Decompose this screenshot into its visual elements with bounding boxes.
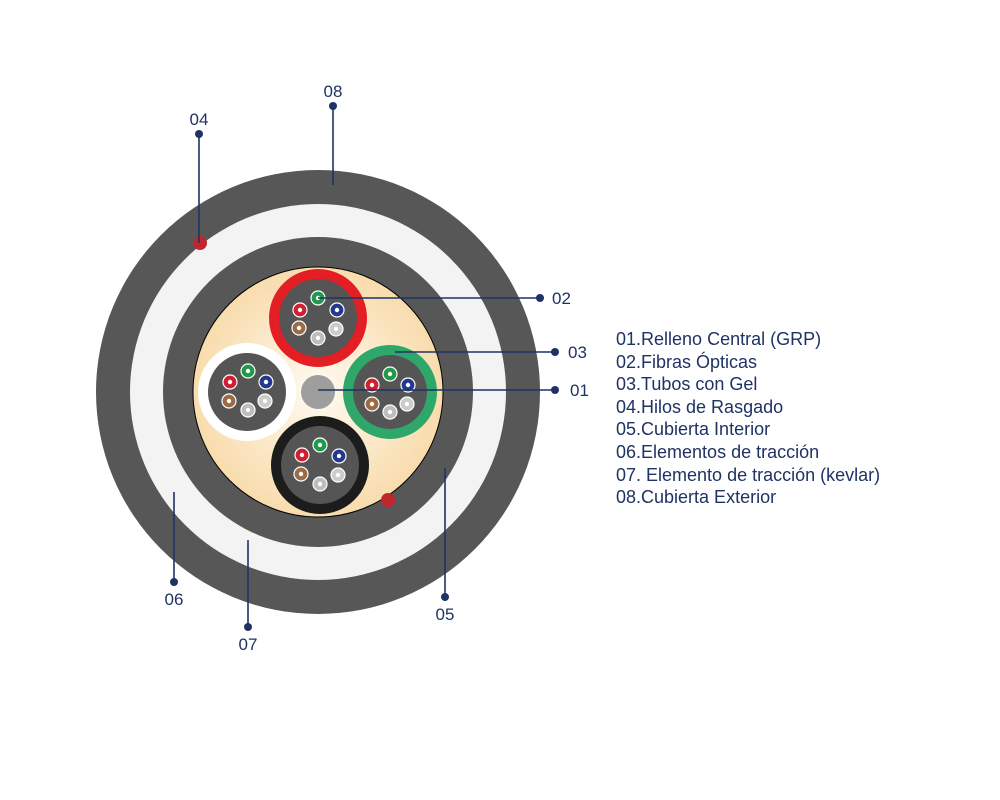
leader-dot-08: [329, 102, 337, 110]
leader-dot-05: [441, 593, 449, 601]
callout-06: 06: [165, 590, 184, 609]
legend-item-04: 04.Hilos de Rasgado: [616, 396, 784, 417]
callout-02: 02: [552, 289, 571, 308]
legend-item-03: 03.Tubos con Gel: [616, 374, 758, 395]
leader-dot-06: [170, 578, 178, 586]
legend: 01.Relleno Central (GRP) 02.Fibras Óptic…: [616, 328, 880, 509]
fibers-black-tube: [293, 437, 347, 492]
leader-dot-02: [536, 294, 544, 302]
tube-green: [343, 345, 437, 439]
central-member: [301, 375, 335, 409]
tube-white: [198, 343, 296, 441]
legend-item-02: 02.Fibras Ópticas: [616, 351, 758, 372]
legend-item-08: 08.Cubierta Exterior: [616, 487, 777, 508]
legend-item-06: 06.Elementos de tracción: [616, 441, 820, 462]
tube-red: [269, 269, 367, 367]
callout-03: 03: [568, 343, 587, 362]
fibers-white-tube: [221, 363, 274, 418]
callout-01: 01: [570, 381, 589, 400]
tube-black: [271, 416, 369, 514]
callout-05: 05: [436, 605, 455, 624]
callout-04: 04: [190, 110, 209, 129]
legend-item-05: 05.Cubierta Interior: [616, 419, 771, 440]
leader-dot-03: [551, 348, 559, 356]
rip-cord-upper: [193, 236, 207, 250]
legend-item-01: 01.Relleno Central (GRP): [616, 329, 822, 349]
leader-dot-07: [244, 623, 252, 631]
callout-08: 08: [324, 82, 343, 101]
callout-07: 07: [239, 635, 258, 654]
leader-dot-04: [195, 130, 203, 138]
rip-cord-lower: [381, 493, 395, 507]
leader-dot-01: [551, 386, 559, 394]
legend-item-07: 07. Elemento de tracción (kevlar): [616, 464, 881, 485]
fibers-green-tube: [364, 366, 416, 420]
